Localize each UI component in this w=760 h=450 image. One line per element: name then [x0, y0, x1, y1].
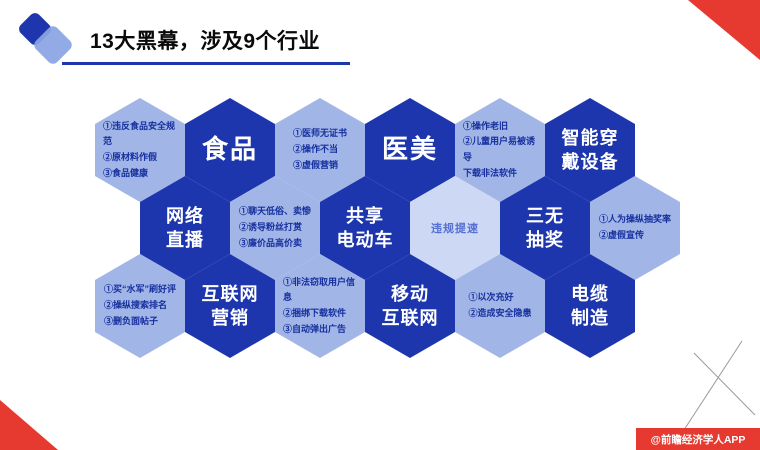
detail-line: ②虚假宣传: [598, 230, 644, 240]
detail-line: ③廉价品高价卖: [238, 237, 302, 248]
hex-industry-mobile-internet: 移动 互联网: [365, 254, 455, 358]
hex-industry-cable: 电缆 制造: [545, 254, 635, 358]
detail-line: ③删负面帖子: [103, 315, 158, 326]
industry-label: 医美: [381, 134, 438, 165]
hex-detail-internet-marketing: ①买“水军”刷好评 ②操纵搜索排名 ③删负面帖子: [95, 254, 185, 358]
detail-line: ②原材料作假: [103, 152, 158, 162]
industry-label: 三无 抽奖: [526, 205, 564, 250]
detail-line: ①买“水军”刷好评: [103, 284, 176, 295]
detail-line: ①聊天低俗、卖惨: [238, 206, 311, 217]
detail-line: ②诱导粉丝打赏: [238, 222, 302, 233]
detail-line: ②操纵搜索排名: [103, 300, 167, 311]
hex-industry-internet-marketing: 互联网 营销: [185, 254, 275, 358]
detail-line: ①操作老旧: [463, 120, 509, 131]
industry-label: 互联网 营销: [201, 283, 259, 328]
detail-line: ①人为操纵抽奖率: [598, 214, 671, 225]
corner-triangle-bottom-left: [0, 400, 58, 450]
hex-detail-cable: ①以次充好 ②造成安全隐患: [455, 254, 545, 358]
detail-line: ①医师无证书: [292, 128, 347, 139]
detail-line: ③虚假营销: [292, 159, 338, 170]
industry-label: 食品: [201, 134, 258, 165]
title-underline: [62, 62, 350, 65]
detail-line: ③食品健康: [103, 167, 149, 178]
industry-label: 移动 互联网: [381, 283, 439, 328]
watermark-banner: @前瞻经济学人APP: [636, 428, 760, 450]
slide-title: 13大黑幕，涉及9个行业: [90, 30, 321, 53]
detail-line: ③自动弹出广告: [283, 323, 347, 334]
watermark-text: @前瞻经济学人APP: [650, 433, 746, 446]
hex-industry-medical-beauty: 医美: [365, 98, 455, 202]
detail-line: ②儿童用户易被诱导: [463, 136, 536, 162]
detail-line: 下载非法软件: [463, 167, 518, 178]
detail-line: ①非法窃取用户信息: [283, 276, 356, 303]
decorative-lines: [681, 340, 756, 434]
note-label: 违规提速: [431, 223, 479, 235]
industry-label: 电缆 制造: [571, 283, 609, 328]
industry-label: 网络 直播: [166, 205, 204, 250]
hex-detail-mobile-internet: ①非法窃取用户信息 ②捆绑下载软件 ③自动弹出广告: [275, 254, 365, 358]
detail-line: ①以次充好: [468, 292, 514, 303]
industry-label: 共享 电动车: [336, 205, 394, 250]
detail-line: ②捆绑下载软件: [283, 308, 347, 318]
corner-triangle-top-right: [688, 0, 760, 60]
detail-line: ②操作不当: [292, 144, 338, 155]
detail-line: ①违反食品安全规范: [103, 120, 176, 147]
industry-label: 智能穿 戴设备: [561, 127, 619, 172]
brand-logo: [16, 10, 80, 68]
detail-line: ②造成安全隐患: [468, 308, 532, 318]
